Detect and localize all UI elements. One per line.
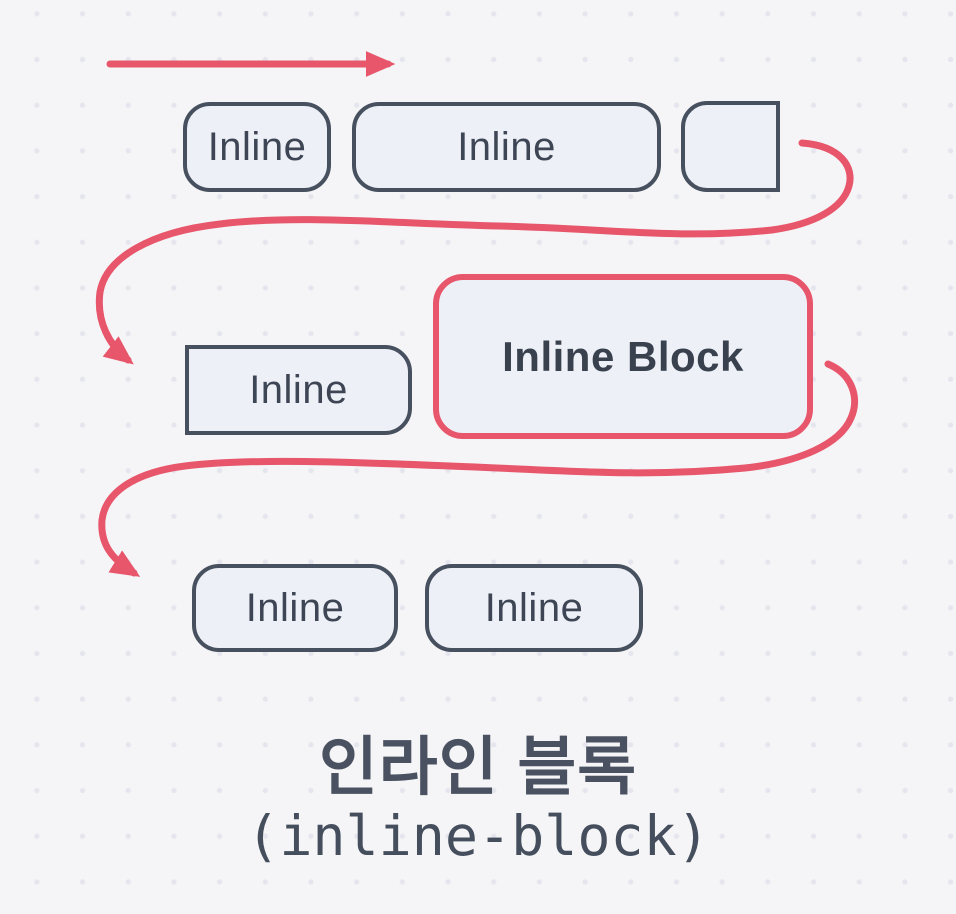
inline-box-row2-wrapped: Inline [185,345,412,435]
inline-box-label: Inline [457,124,556,169]
inline-box-row1-2: Inline [352,102,661,192]
diagram-title: 인라인 블록 [318,731,638,803]
inline-box-label: Inline [249,367,348,412]
inline-box-label: Inline [207,124,307,169]
inline-block-label: Inline Block [502,332,744,380]
inline-box-row1-3-clipped [681,101,780,192]
inline-box-label: Inline [245,585,345,630]
inline-box-row1-1: Inline [183,102,331,192]
inline-block-box: Inline Block [433,274,813,439]
inline-box-row3-1: Inline [192,564,398,652]
diagram-subtitle: (inline-block) [246,804,710,868]
inline-box-label: Inline [484,585,584,630]
inline-box-row3-2: Inline [425,564,643,652]
